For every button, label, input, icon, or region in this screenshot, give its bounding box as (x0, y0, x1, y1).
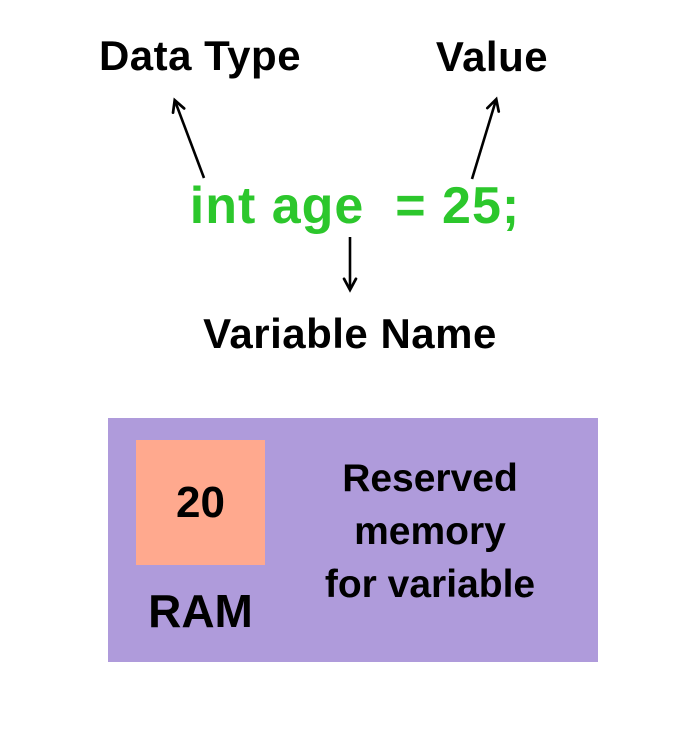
memory-description-line-1: Reserved (342, 457, 518, 500)
memory-description-line-2: memory (354, 510, 506, 553)
variable-name-label: Variable Name (203, 310, 497, 357)
code-statement: int age = 25; (189, 177, 521, 235)
memory-description-line-3: for variable (324, 563, 536, 606)
memory-description: Reserved memory for variable (278, 452, 582, 611)
memory-box: 20 RAM Reserved memory for variable (108, 418, 598, 662)
arrow-to-data-type (171, 97, 206, 179)
data-type-label: Data Type (98, 32, 302, 79)
arrow-to-value (470, 96, 501, 180)
value-label: Value (435, 33, 549, 80)
memory-cell-value: 20 (176, 477, 225, 527)
ram-label: RAM (148, 585, 253, 637)
memory-cell: 20 (136, 440, 265, 565)
